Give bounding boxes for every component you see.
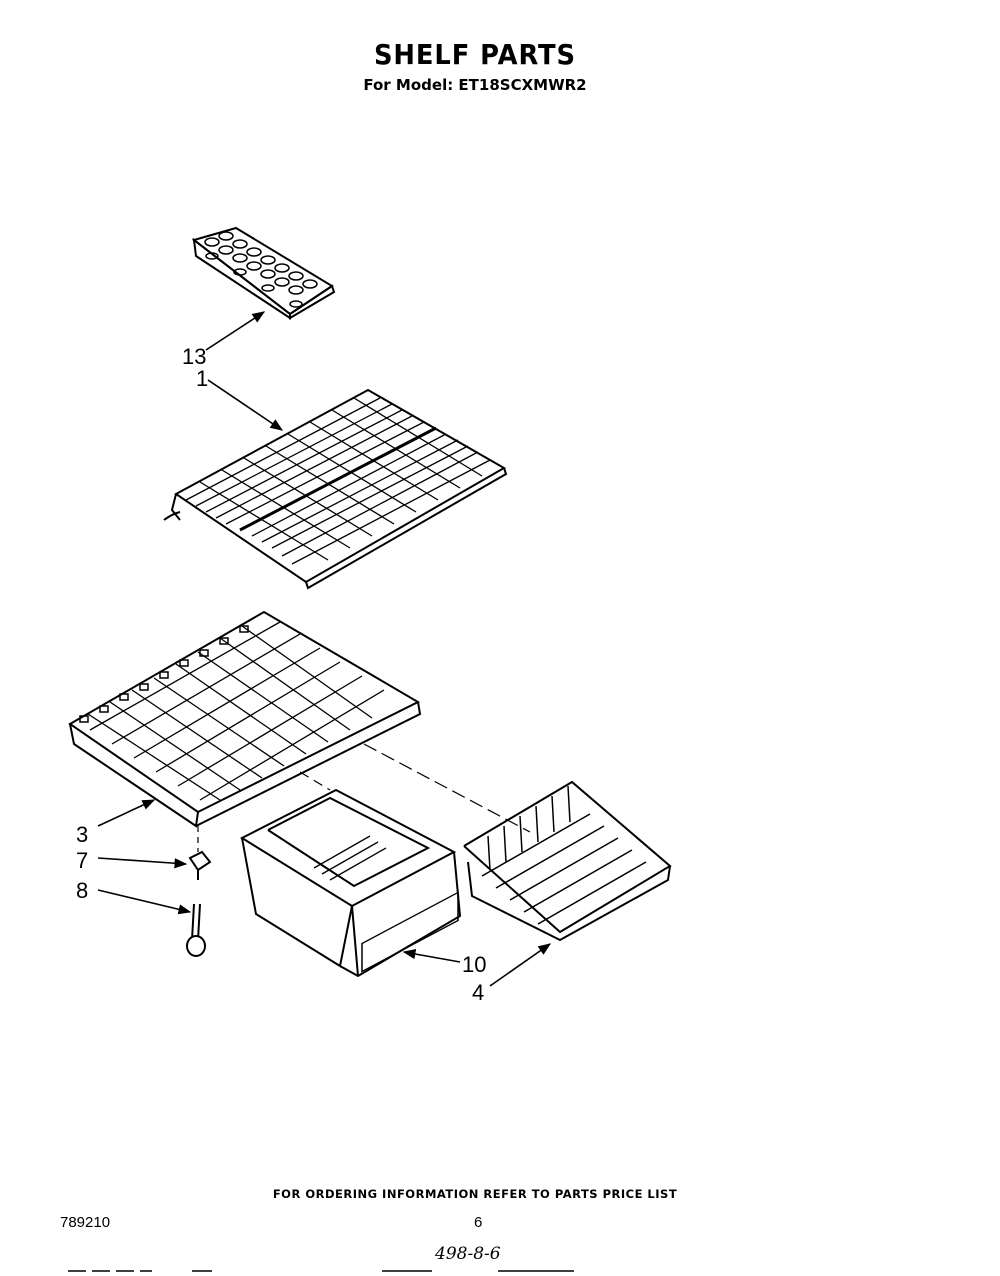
leader-10 — [402, 948, 461, 963]
ice-cube-tray — [191, 226, 336, 320]
callout-7: 7 — [76, 848, 88, 873]
document-number: 789210 — [60, 1214, 111, 1231]
leader-7 — [97, 857, 188, 869]
crisper-cover-shelf — [68, 610, 422, 828]
leader-13 — [205, 311, 266, 351]
page-number: 6 — [474, 1214, 483, 1231]
callout-4: 4 — [472, 980, 484, 1005]
handwritten-date: 498-8-6 — [435, 1244, 501, 1264]
callout-8: 8 — [76, 878, 88, 903]
leader-4 — [489, 943, 552, 987]
leader-1 — [207, 379, 284, 431]
crisper-frame — [463, 780, 672, 942]
ordering-note: FOR ORDERING INFORMATION REFER TO PARTS … — [272, 1187, 678, 1201]
callout-3: 3 — [76, 822, 88, 847]
assembly-guide-lines — [197, 743, 531, 852]
callout-1: 1 — [196, 366, 208, 391]
leader-8 — [97, 889, 192, 915]
page-title: SHELF PARTS — [373, 38, 577, 71]
callout-13: 13 — [182, 344, 206, 369]
model-subtitle: For Model: ET18SCXMWR2 — [363, 76, 587, 94]
wire-shelf — [163, 388, 508, 590]
crisper-pan — [239, 788, 462, 978]
shelf-support-hardware — [186, 850, 212, 957]
leader-3 — [97, 799, 156, 827]
callout-10: 10 — [462, 952, 486, 977]
